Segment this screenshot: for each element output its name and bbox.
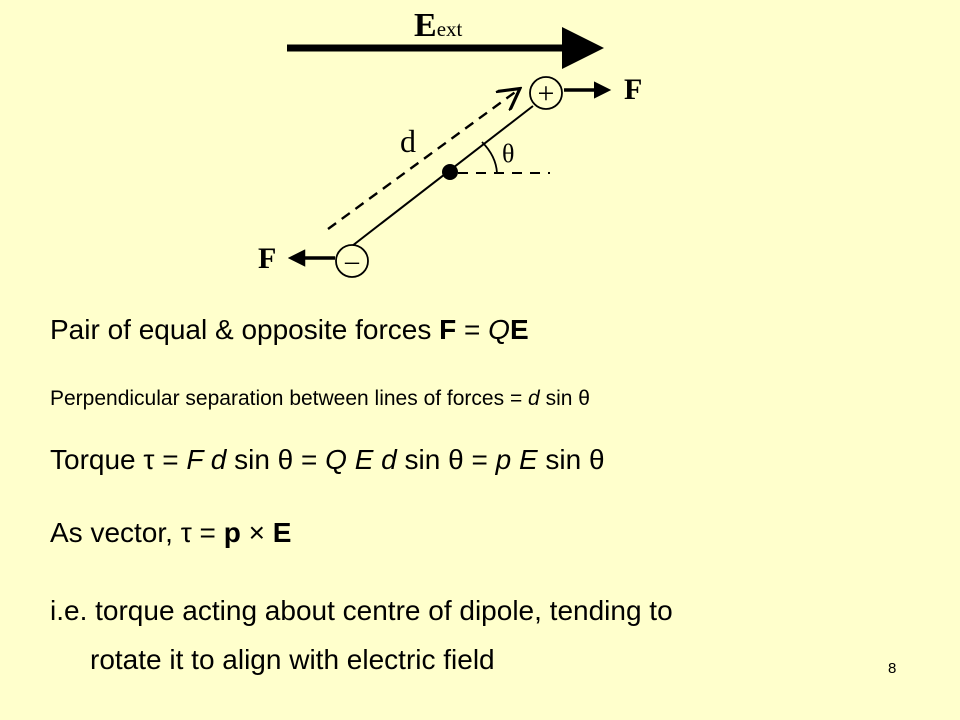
math: p E	[495, 444, 538, 475]
charge-symbol: Q	[488, 314, 510, 345]
vector-torque-equation: As vector, τ = p × E	[50, 517, 291, 549]
text: =	[456, 314, 489, 345]
field-symbol: E	[272, 517, 292, 548]
separation-label: d	[400, 123, 416, 159]
negative-charge-symbol: –	[344, 246, 360, 277]
text: sin θ =	[396, 444, 496, 475]
dipole-axis	[351, 105, 534, 247]
field-symbol: E	[509, 314, 529, 345]
forces-statement: Pair of equal & opposite forces F = QE	[50, 314, 529, 346]
text: sin θ	[539, 387, 590, 410]
text: Perpendicular separation between lines o…	[50, 387, 529, 410]
angle-label: θ	[502, 139, 514, 168]
text: sin θ =	[226, 444, 326, 475]
force-label-right: F	[624, 73, 642, 106]
force-label-left: F	[258, 242, 276, 275]
separation-vector	[327, 90, 518, 230]
negative-charge	[335, 244, 369, 278]
positive-charge-symbol: +	[538, 77, 555, 110]
dipole-diagram: Eext d θ + – F F	[258, 7, 642, 278]
dipole-moment-symbol: p	[223, 517, 241, 548]
math: F d	[186, 444, 227, 475]
explanation-row: i.e. torque acting about centre of dipol…	[50, 595, 673, 626]
angle-arc	[481, 141, 498, 174]
torque-equation: Torque τ = F d sin θ = Q E d sin θ = p E…	[50, 444, 605, 476]
dipole-center	[442, 164, 458, 180]
page-number: 8	[888, 660, 897, 677]
field-label: Eext	[414, 7, 463, 44]
positive-charge	[529, 76, 563, 110]
force-symbol: F	[439, 314, 457, 345]
text: sin θ	[537, 444, 605, 475]
explanation-row: rotate it to align with electric field	[90, 644, 495, 675]
text: ×	[240, 517, 273, 548]
distance-symbol: d	[528, 387, 540, 410]
torque-explanation: i.e. torque acting about centre of dipol…	[50, 586, 910, 684]
text: As vector, τ =	[50, 517, 224, 548]
text: Pair of equal & opposite forces	[50, 314, 440, 345]
text: Torque τ =	[50, 444, 187, 475]
math: Q E d	[325, 444, 397, 475]
separation-statement: Perpendicular separation between lines o…	[50, 387, 590, 411]
